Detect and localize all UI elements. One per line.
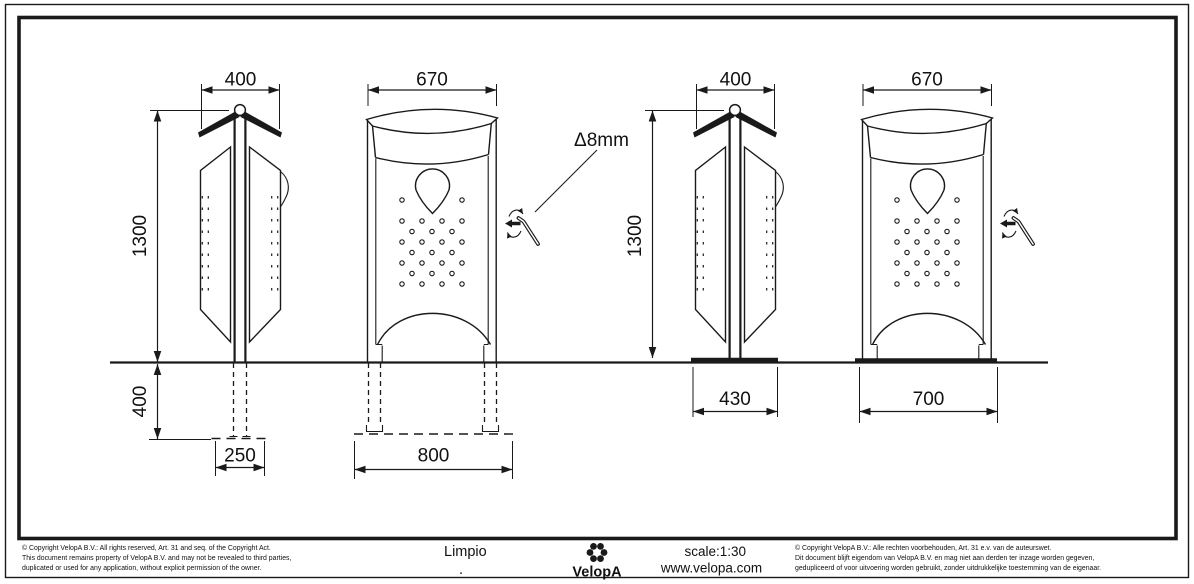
dim-top-width-side-inground: 400 [201,70,280,129]
dim-top-width-front-surface: 670 [862,70,992,106]
dim-label: 700 [913,389,945,410]
inner-border [17,15,1178,541]
dim-label: 1300 [130,215,151,257]
dim-label: 430 [719,389,751,410]
dim-height-side-surface: 1300 [625,110,724,358]
hex-key-annotation: Δ8mm [505,130,1033,244]
product-name: Limpio [444,544,487,560]
dim-top-width-side-surface: 400 [696,70,775,129]
dim-label: 1300 [625,215,646,257]
dim-label: 800 [418,446,450,467]
copyright-line: © Copyright VelopA B.V.: Alle rechten vo… [795,544,1051,552]
copyright-line: duplicated or used for any application, … [22,565,261,572]
view-front-surface [855,108,997,363]
dim-label: 670 [911,70,943,91]
dim-top-width-front-inground: 670 [367,70,497,106]
product-detail: . [459,562,463,578]
velopa-logo-icon [586,543,608,562]
dim-label: 250 [224,446,256,467]
brand-wordmark: VelopA [572,565,622,581]
copyright-dutch: © Copyright VelopA B.V.: Alle rechten vo… [795,544,1101,572]
dim-depth-side-inground: 400 [130,364,211,440]
dim-plate-width-front-surface: 700 [859,367,998,423]
hex-key-size-label: Δ8mm [574,130,629,151]
title-block: © Copyright VelopA B.V.: All rights rese… [22,543,1101,581]
dim-label: 400 [130,386,151,418]
view-front-inground [354,108,513,435]
view-side-inground [196,103,290,440]
copyright-line: gedupliceerd of voor uitvoering worden g… [795,565,1101,572]
copyright-english: © Copyright VelopA B.V.: All rights rese… [22,544,291,572]
outer-border [4,3,1190,579]
website-label: www.velopa.com [660,561,762,576]
dim-foundation-width-front-inground: 800 [354,441,513,479]
dim-plate-width-side-surface: 430 [692,367,778,417]
copyright-line: Dit document blijft eigendom van VelopA … [795,555,1094,562]
dim-height-side-inground: 1300 [130,110,229,362]
dim-label: 670 [416,70,448,91]
leader-line [534,149,598,213]
copyright-line: © Copyright VelopA B.V.: All rights rese… [22,544,271,552]
scale-label: scale:1:30 [684,544,746,559]
view-side-surface [691,103,785,363]
copyright-line: This document remains property of VelopA… [22,555,291,562]
dim-label: 400 [225,70,257,91]
dim-anchor-width-side-inground: 250 [215,441,265,476]
dim-label: 400 [720,70,752,91]
